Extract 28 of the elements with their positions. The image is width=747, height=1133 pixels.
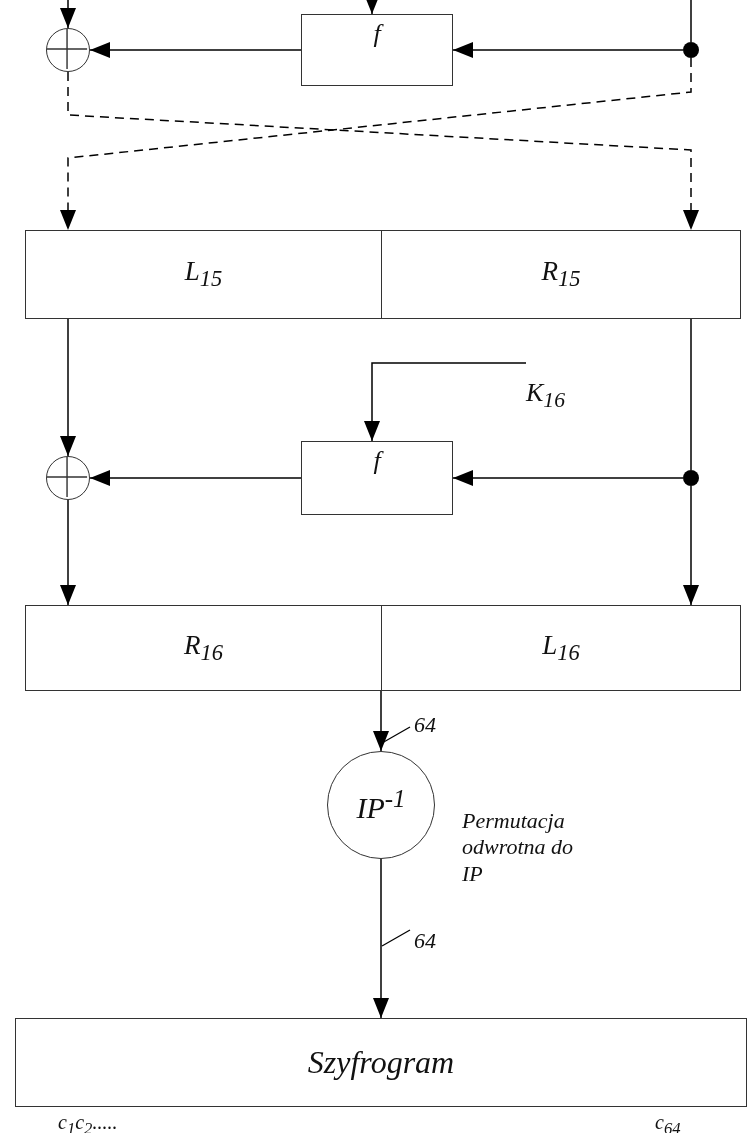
arrow	[452, 470, 684, 486]
arrow	[60, 318, 76, 457]
junction-dot	[683, 470, 699, 486]
arrow	[364, 362, 527, 442]
arrow	[60, 0, 76, 29]
arrow	[373, 690, 389, 752]
half-block-box: L$_{16}$	[381, 605, 741, 691]
xor-symbol	[46, 28, 90, 72]
half-block-box: L$_{15}$	[25, 230, 382, 319]
function-box: f	[301, 14, 453, 86]
arrow	[89, 42, 302, 58]
function-box: f	[301, 441, 453, 515]
arrow	[683, 485, 699, 606]
arrow	[364, 0, 380, 15]
arrow	[89, 470, 302, 486]
output-box: Szyfrogram	[15, 1018, 747, 1107]
half-block-box: R$_{15}$	[381, 230, 741, 319]
half-block-box: R$_{16}$	[25, 605, 382, 691]
note-text: Permutacja odwrotna do IP	[462, 808, 575, 888]
arrow	[60, 499, 76, 606]
key-label: K$_{16}$	[526, 363, 596, 413]
permutation-circle: IP$^{-1}$	[327, 751, 435, 859]
junction-dot	[683, 42, 699, 58]
arrow	[373, 858, 389, 1019]
connector-line	[690, 318, 692, 471]
arrow	[452, 42, 684, 58]
connector-line	[690, 0, 692, 43]
xor-symbol	[46, 456, 90, 500]
